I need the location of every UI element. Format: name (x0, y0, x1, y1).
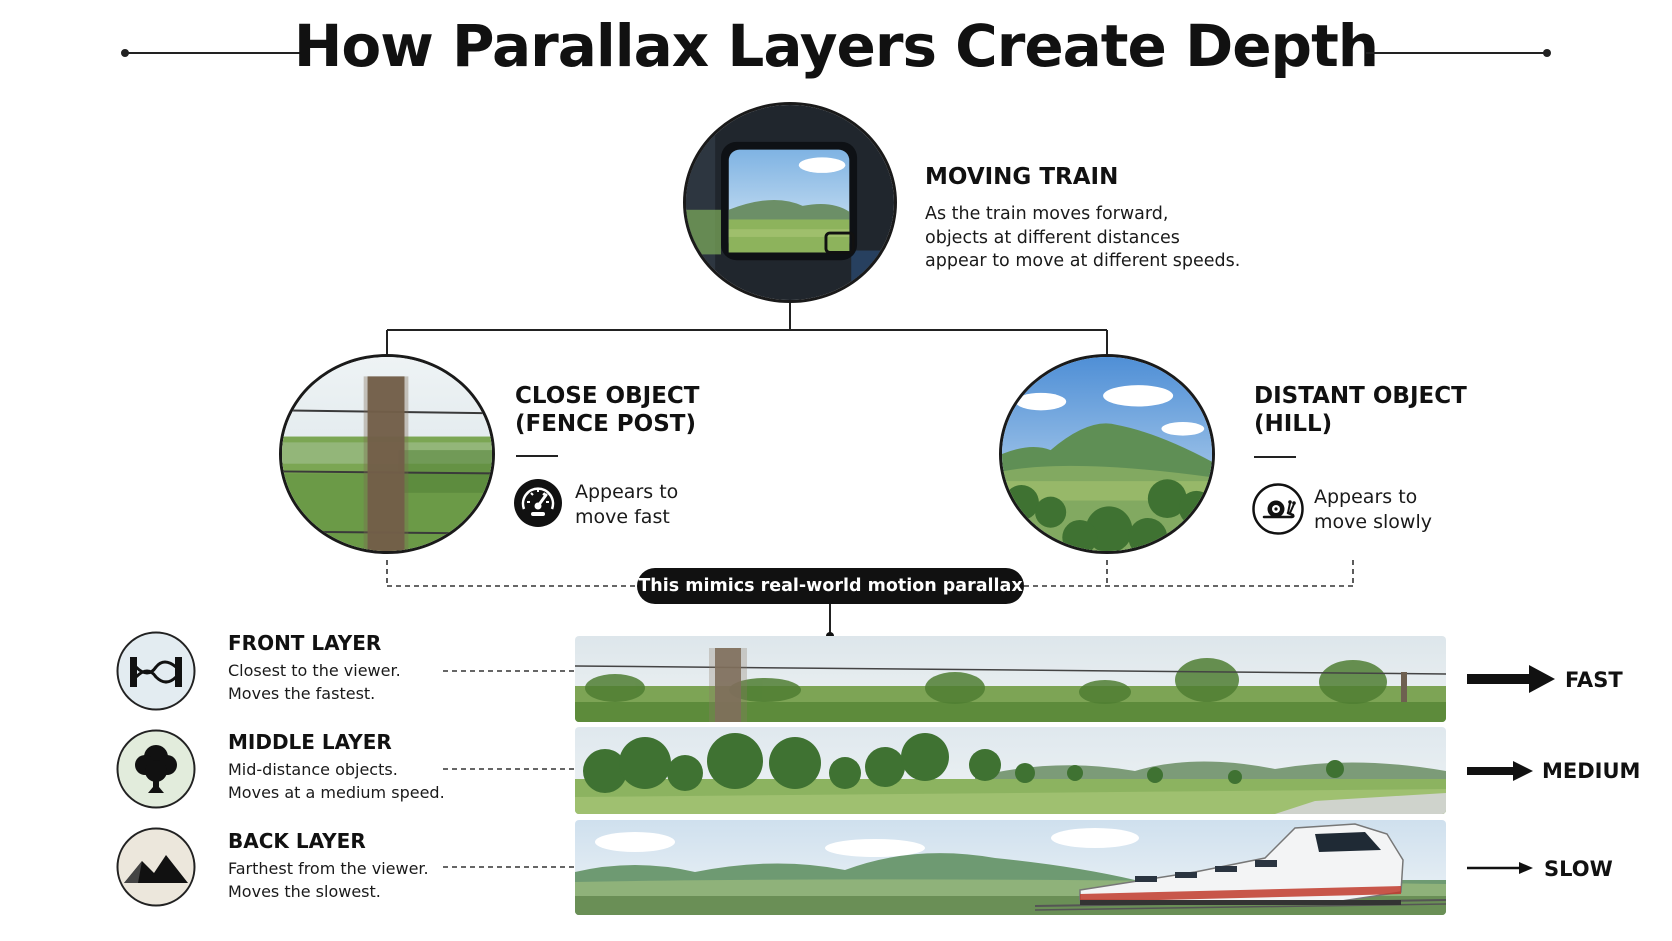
front-layer-name: FRONT LAYER (228, 631, 382, 655)
back-layer-desc-line: Farthest from the viewer. (228, 859, 429, 878)
page-title: How Parallax Layers Create Depth (293, 12, 1379, 80)
front-layer-strip (575, 636, 1446, 722)
distant-object-heading: DISTANT OBJECT (HILL) (1254, 382, 1467, 438)
snail-icon (1252, 483, 1304, 535)
middle-layer-name: MIDDLE LAYER (228, 730, 392, 754)
front-layer-desc: Closest to the viewer. Moves the fastest… (228, 659, 401, 705)
close-object-rule (516, 455, 558, 457)
distant-object-caption: Appears to move slowly (1314, 485, 1432, 535)
medium-arrow-icon (1467, 761, 1533, 781)
back-layer-desc: Farthest from the viewer. Moves the slow… (228, 857, 429, 903)
fence-icon (116, 631, 196, 711)
slow-arrow-icon (1467, 862, 1533, 874)
train-window-circle (683, 102, 897, 303)
close-object-caption-line: Appears to (575, 481, 679, 503)
fast-arrow-icon (1467, 665, 1555, 693)
tree-icon (116, 729, 196, 809)
train-description: As the train moves forward, objects at d… (925, 203, 1240, 274)
middle-layer-desc: Mid-distance objects. Moves at a medium … (228, 758, 445, 804)
back-layer-name: BACK LAYER (228, 829, 366, 853)
middle-layer-desc-line: Mid-distance objects. (228, 760, 398, 779)
close-object-caption-line: move fast (575, 506, 670, 528)
close-object-heading-line: (FENCE POST) (515, 411, 696, 437)
close-object-caption: Appears to move fast (575, 480, 678, 530)
distant-object-caption-line: move slowly (1314, 511, 1432, 533)
medium-label: MEDIUM (1542, 759, 1641, 783)
title-rule-left (121, 49, 310, 57)
train-heading: MOVING TRAIN (925, 164, 1119, 190)
close-object-heading-line: CLOSE OBJECT (515, 383, 700, 409)
distant-object-heading-line: DISTANT OBJECT (1254, 383, 1467, 409)
parallax-pill: This mimics real-world motion parallax (637, 568, 1024, 604)
title-rule-right (1366, 49, 1551, 57)
train-description-line: appear to move at different speeds. (925, 251, 1241, 271)
train-description-line: objects at different distances (925, 227, 1180, 248)
front-layer-desc-line: Moves the fastest. (228, 684, 376, 703)
back-layer-strip (575, 820, 1446, 915)
train-description-line: As the train moves forward, (925, 204, 1169, 224)
fence-post-circle (279, 354, 495, 554)
close-object-heading: CLOSE OBJECT (FENCE POST) (515, 382, 699, 438)
middle-layer-strip (575, 727, 1446, 814)
distant-object-rule (1254, 456, 1296, 458)
distant-object-heading-line: (HILL) (1254, 411, 1333, 437)
fast-label: FAST (1565, 668, 1623, 692)
back-layer-desc-line: Moves the slowest. (228, 882, 381, 901)
hill-circle (999, 354, 1215, 554)
mountain-icon (116, 827, 196, 907)
distant-object-caption-line: Appears to (1314, 486, 1418, 508)
speedometer-icon (513, 478, 563, 528)
middle-layer-desc-line: Moves at a medium speed. (228, 783, 445, 802)
slow-label: SLOW (1544, 857, 1613, 881)
front-layer-desc-line: Closest to the viewer. (228, 661, 401, 680)
